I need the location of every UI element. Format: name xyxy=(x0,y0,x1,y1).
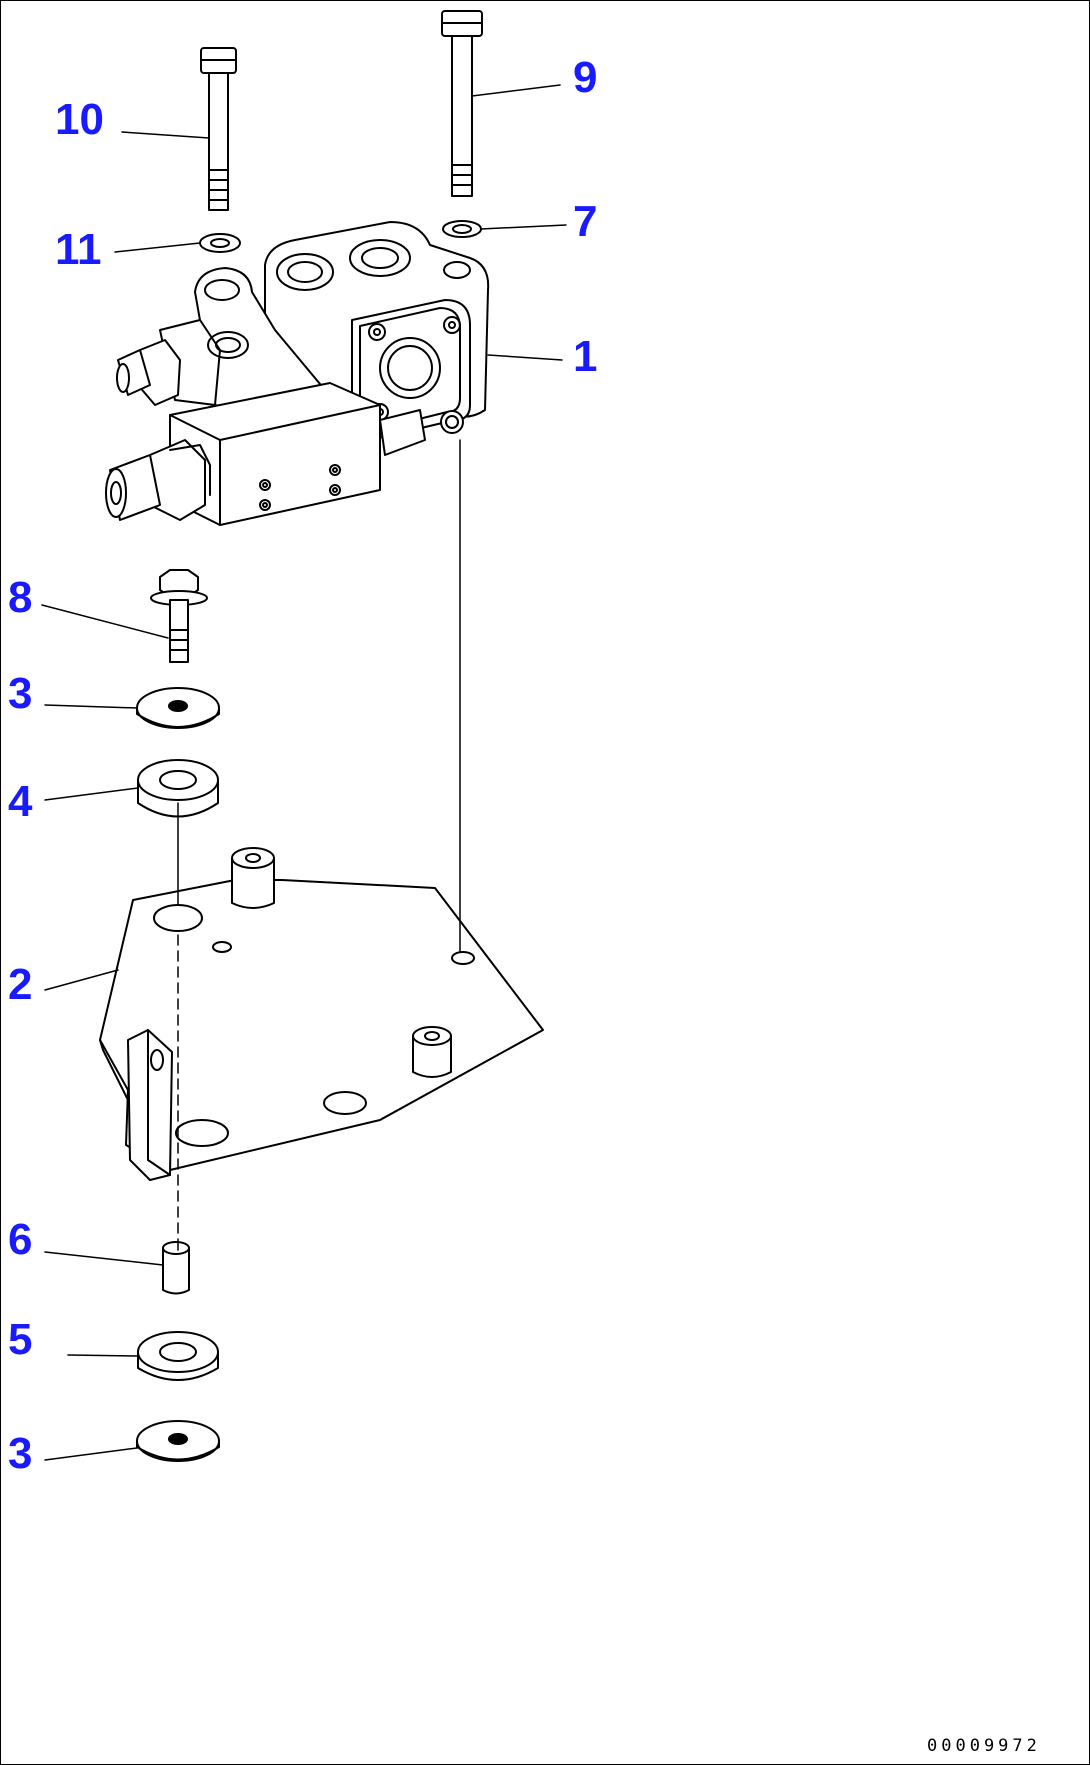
callout-9: 9 xyxy=(573,53,598,102)
part-5-rubber-mount xyxy=(137,1331,219,1381)
part-7-washer xyxy=(442,220,482,238)
part-3-washer-upper xyxy=(136,687,220,729)
part-11-washer xyxy=(199,233,241,253)
assembly-lines xyxy=(177,439,461,1251)
callout-1: 1 xyxy=(573,332,598,381)
callout-11: 11 xyxy=(55,225,102,274)
callout-2: 2 xyxy=(8,960,33,1009)
callout-3-upper: 3 xyxy=(8,669,33,718)
part-8-flange-bolt xyxy=(150,569,208,663)
part-3-washer-lower xyxy=(136,1420,220,1462)
part-2-bracket xyxy=(99,847,544,1181)
callout-3-lower: 3 xyxy=(8,1429,33,1478)
part-1-solenoid-valve xyxy=(105,221,490,526)
part-10-bolt xyxy=(200,47,237,211)
part-9-bolt xyxy=(441,10,483,197)
callout-8: 8 xyxy=(8,573,33,622)
part-4-rubber-mount xyxy=(137,759,219,818)
part-6-collar xyxy=(162,1241,190,1295)
callout-7: 7 xyxy=(573,197,598,246)
leader-lines xyxy=(41,84,567,1461)
document-number: 00009972 xyxy=(927,1736,1041,1756)
callout-10: 10 xyxy=(55,95,104,144)
callout-5: 5 xyxy=(8,1315,33,1364)
callout-4: 4 xyxy=(8,777,33,826)
callout-6: 6 xyxy=(8,1215,33,1264)
